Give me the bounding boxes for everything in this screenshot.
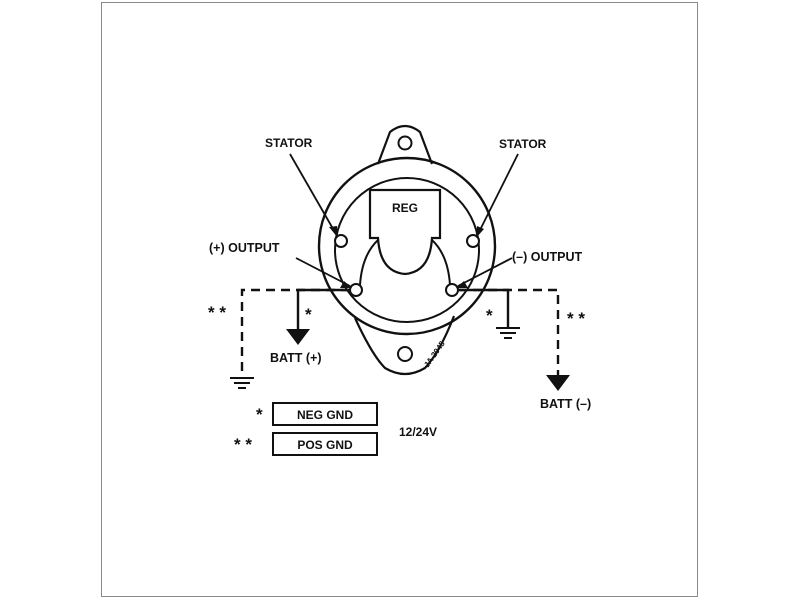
left-ground-icon: [230, 377, 254, 389]
stator-left-arrowhead: [329, 226, 338, 238]
legend-pos-marker: * *: [234, 435, 252, 454]
reg-label: REG: [392, 201, 418, 215]
right-ground-icon: [496, 327, 520, 339]
bottom-mounting-ear: [354, 315, 456, 376]
minus-output-leader: [457, 257, 513, 287]
stator-terminal-right: [466, 234, 480, 248]
batt-plus-arrow: [286, 329, 310, 345]
minus-output-arrowhead: [456, 281, 468, 288]
batt-plus-wire: [296, 288, 350, 330]
ground-single-star: *: [486, 306, 493, 325]
legend-voltage-label: 12/24V: [399, 425, 437, 439]
regulator-block: [368, 188, 442, 276]
inner-arc-right: [431, 239, 451, 286]
plus-output-leader: [295, 257, 351, 287]
batt-minus-arrow: [546, 375, 570, 391]
stator-right-leader: [477, 153, 519, 235]
plus-output-label: (+) OUTPUT: [209, 241, 280, 255]
diagram-frame: [101, 2, 698, 597]
minus-ground-wire: [458, 288, 510, 328]
stator-left-leader: [289, 153, 337, 235]
legend-neg-marker: *: [256, 405, 263, 424]
batt-plus-label: BATT (+): [270, 351, 322, 365]
stator-right-arrowhead: [476, 226, 484, 238]
inner-arc-left: [359, 239, 379, 286]
minus-output-label: (–) OUTPUT: [512, 250, 583, 264]
batt-plus-single-star: *: [305, 305, 312, 324]
minus-output-terminal: [445, 283, 459, 297]
stator-left-label: STATOR: [265, 136, 313, 150]
plus-output-terminal: [349, 283, 363, 297]
stator-right-label: STATOR: [499, 137, 547, 151]
stator-terminal-left: [334, 234, 348, 248]
top-mounting-ear: [376, 124, 434, 165]
right-double-star: * *: [567, 309, 585, 328]
part-code-label: JA 2045: [422, 339, 447, 369]
wiring: [230, 288, 570, 391]
bottom-mount-hole: [397, 346, 413, 362]
alternator-outer-circle: [317, 156, 497, 336]
left-double-star: * *: [208, 303, 226, 322]
legend-pos-box: [272, 432, 378, 456]
batt-minus-label: BATT (–): [540, 397, 591, 411]
top-mount-hole: [397, 135, 413, 151]
legend-neg-label: NEG GND: [297, 408, 353, 422]
alternator-inner-circle: [334, 177, 480, 323]
legend: * NEG GND * * POS GND 12/24V: [234, 402, 437, 456]
plus-output-arrowhead: [340, 281, 352, 288]
alternator-body: JA 2045: [317, 124, 497, 376]
legend-pos-label: POS GND: [297, 438, 353, 452]
legend-neg-box: [272, 402, 378, 426]
leader-arrows: [289, 153, 519, 288]
